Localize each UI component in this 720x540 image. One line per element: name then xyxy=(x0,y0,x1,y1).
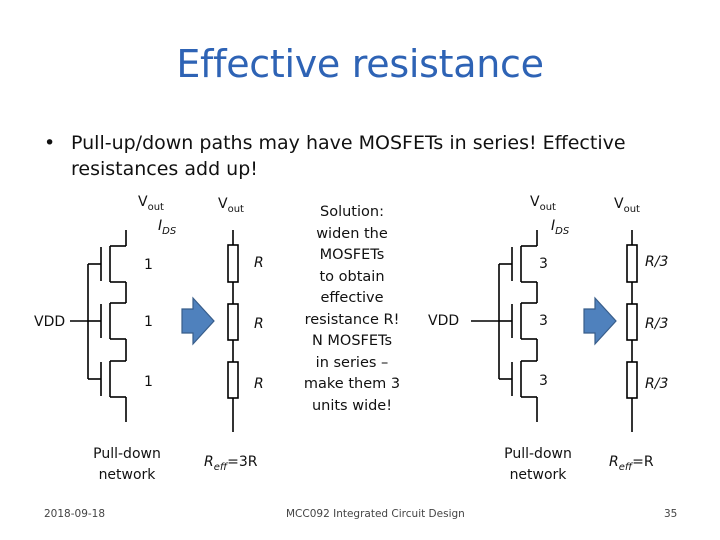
slide-title: Effective resistance xyxy=(176,42,544,86)
resistor-2 xyxy=(227,303,239,341)
right-vdd-label: VDD xyxy=(428,313,460,329)
bullet-marker: • xyxy=(44,132,56,154)
right-ids-label: IDS xyxy=(551,218,570,237)
right-resistor-label-2: R/3 xyxy=(645,316,669,332)
left-ids-label: IDS xyxy=(158,218,177,237)
left-arrow-icon xyxy=(181,296,215,346)
right-transistor-stack xyxy=(471,230,538,422)
right-width-1: 3 xyxy=(539,256,548,272)
right-width-3: 3 xyxy=(539,373,548,389)
left-vdd-label: VDD xyxy=(34,314,66,330)
resistor-3 xyxy=(227,361,239,399)
left-resistor-label-1: R xyxy=(254,255,264,271)
right-arrow-icon xyxy=(583,296,617,346)
left-network-label: Pull-down network xyxy=(93,446,161,483)
right-resistor-label-3: R/3 xyxy=(645,376,669,392)
left-resistor-label-2: R xyxy=(254,316,264,332)
left-width-1: 1 xyxy=(144,257,153,273)
right-network-label: Pull-down network xyxy=(504,446,572,483)
right-resistor-label-1: R/3 xyxy=(645,254,669,270)
resistor-1 xyxy=(227,244,239,283)
left-reff-label: Reff=3R xyxy=(204,454,258,473)
right-vout-label: Vout xyxy=(530,194,556,213)
solution-text: Solution: widen the MOSFETs to obtain ef… xyxy=(303,204,401,414)
left-width-2: 1 xyxy=(144,314,153,330)
right-resistor-chain xyxy=(626,230,638,432)
left-resistor-label-3: R xyxy=(254,376,264,392)
left-vout-label: Vout xyxy=(138,194,164,213)
bullet-text: Pull-up/down paths may have MOSFETs in s… xyxy=(71,132,626,180)
footer-page-number: 35 xyxy=(664,508,678,520)
left-resistor-chain xyxy=(227,230,239,432)
left-vout-resistor-label: Vout xyxy=(218,196,244,215)
left-transistor-stack xyxy=(70,230,127,422)
footer-course: MCC092 Integrated Circuit Design xyxy=(286,508,465,520)
right-width-2: 3 xyxy=(539,313,548,329)
footer-date: 2018-09-18 xyxy=(44,508,106,520)
right-reff-label: Reff=R xyxy=(609,454,654,473)
right-vout-resistor-label: Vout xyxy=(614,196,640,215)
left-width-3: 1 xyxy=(144,374,153,390)
